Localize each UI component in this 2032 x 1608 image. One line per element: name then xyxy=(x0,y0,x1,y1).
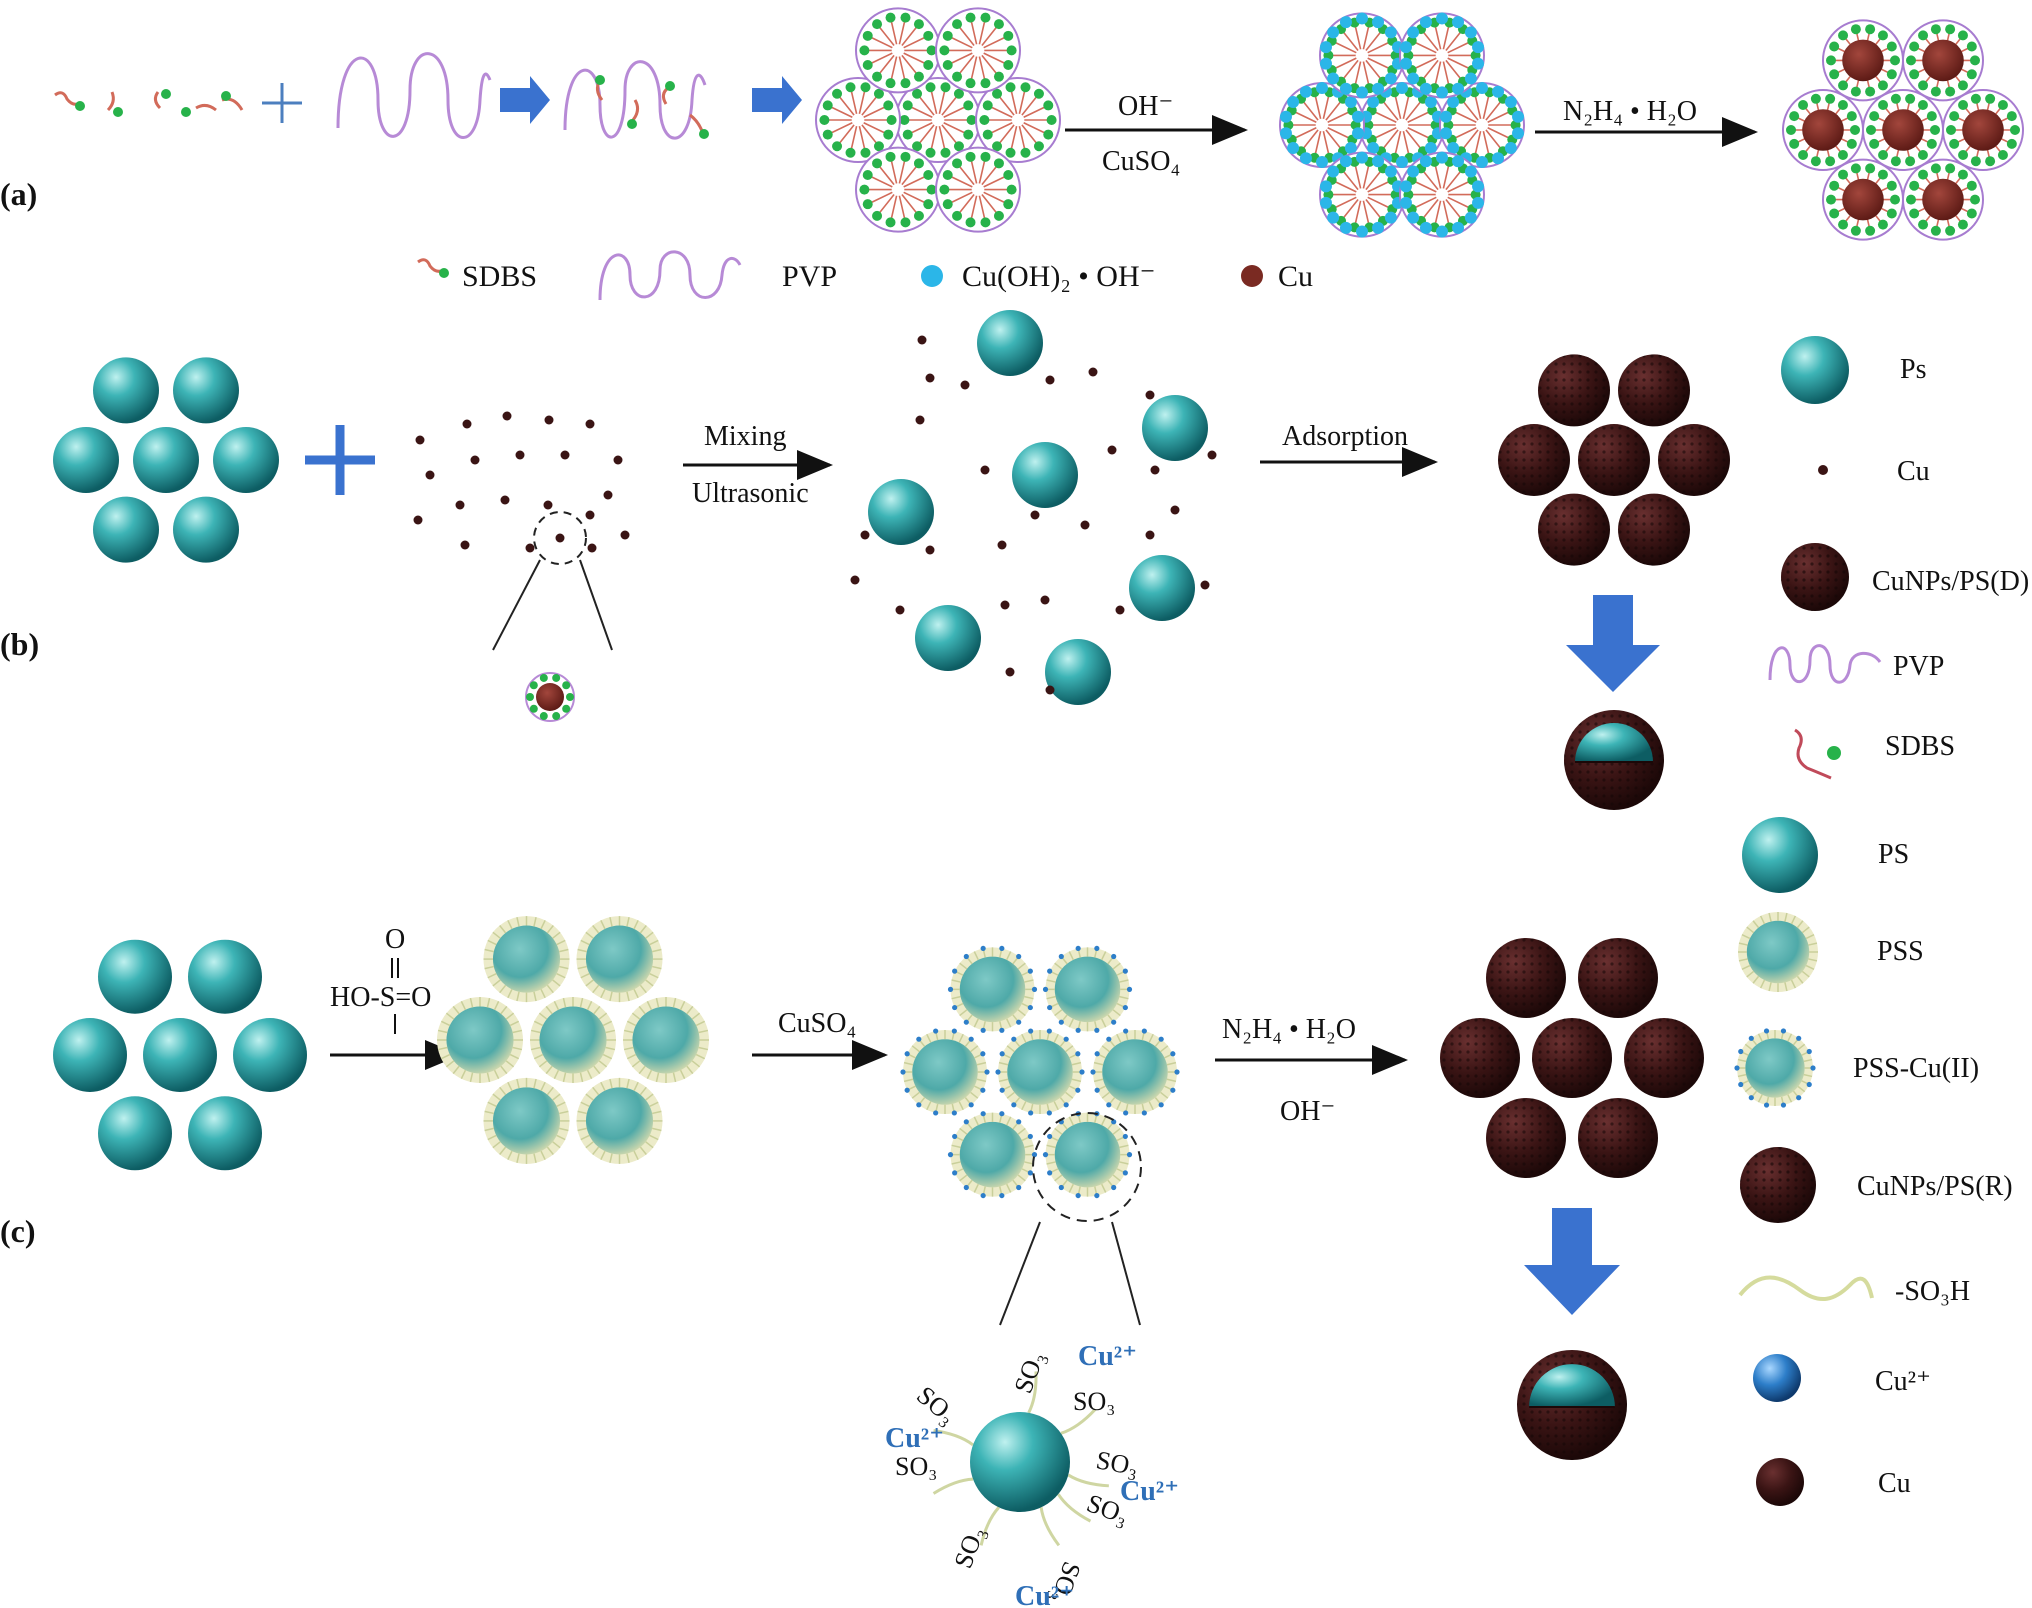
legend-pss: PSS xyxy=(1877,936,1924,967)
zoom-callout-b xyxy=(492,511,613,722)
so3-1: SO₃ xyxy=(1008,1347,1050,1397)
zoom-callout-c xyxy=(999,1112,1142,1326)
reagent-oh: OH⁻ xyxy=(1118,91,1173,122)
sdbs-legend-icon xyxy=(417,258,445,273)
legend-a: SDBS PVP Cu(OH)₂ • OH⁻ Cu xyxy=(417,250,1313,301)
panel-label-b: (b) xyxy=(0,626,39,662)
legend-cu2: Cu²⁺ xyxy=(1875,1366,1931,1397)
legend-pvp-b: PVP xyxy=(1893,651,1944,682)
legend-sdbs: SDBS xyxy=(462,260,537,293)
legend-ps-b: Ps xyxy=(1900,354,1926,385)
micelle-cluster-2 xyxy=(1279,12,1525,238)
legend-cu-a: Cu xyxy=(1278,260,1313,293)
cu-legend-icon-b xyxy=(1818,465,1828,475)
legend-cuoh: Cu(OH)₂ • OH⁻ xyxy=(962,260,1155,293)
blue-arrow-a2 xyxy=(752,76,802,124)
so3-5: SO₃ xyxy=(1094,1445,1141,1481)
pss-legend-icon xyxy=(1738,912,1818,992)
cunps-ps-d-cluster xyxy=(1498,354,1730,566)
cu2-2: Cu²⁺ xyxy=(885,1423,944,1454)
so3-4: SO₃ xyxy=(895,1452,937,1481)
core-shell-cutaway-c xyxy=(1517,1350,1627,1460)
pvp-legend-icon-b xyxy=(1768,644,1882,684)
step-adsorption: Adsorption xyxy=(1282,421,1408,452)
pss-sphere-cluster xyxy=(437,916,709,1164)
legend-cu-b: Cu xyxy=(1897,456,1930,487)
ps-sphere-cluster-c xyxy=(53,939,307,1171)
mixed-suspension xyxy=(850,310,1217,705)
so3h-legend-icon xyxy=(1738,1275,1874,1301)
sdbs-legend-icon-b xyxy=(1794,728,1832,780)
legend-sdbs-b: SDBS xyxy=(1885,731,1955,762)
cunps-ps-r-cluster xyxy=(1440,937,1704,1179)
ps-legend-icon-b xyxy=(1781,336,1849,404)
core-shell-cutaway-b xyxy=(1564,710,1664,810)
step-cuso4-c: CuSO₄ xyxy=(778,1008,856,1039)
so3-7: SO₃ xyxy=(948,1522,990,1572)
sulfonated-ps-detail: SO₃ Cu²⁺ SO₃ SO₃ Cu²⁺ SO₃ SO₃ Cu²⁺ SO₃ S… xyxy=(885,1341,1179,1608)
micelle-cluster-3 xyxy=(1782,19,2024,241)
legend-cu-c: Cu xyxy=(1878,1468,1911,1499)
down-arrow-b xyxy=(1566,595,1660,692)
so3-2: SO₃ xyxy=(1073,1387,1115,1416)
reagent-hydrazine-a: N₂H₄ • H₂O xyxy=(1563,96,1697,127)
legend-b: Ps Cu CuNPs/PS(D) PVP SDBS xyxy=(1768,336,2029,780)
cu2-legend-icon xyxy=(1753,1354,1801,1402)
panel-label-a: (a) xyxy=(0,176,37,212)
reagent-hydrazine-c: N₂H₄ • H₂O xyxy=(1222,1014,1356,1045)
plus-sign-a xyxy=(262,83,302,123)
sdbs-molecules xyxy=(54,89,244,117)
panel-label-c: (c) xyxy=(0,1213,36,1249)
pss-cu-legend-icon xyxy=(1734,1028,1816,1108)
blue-arrow-a1 xyxy=(500,76,550,124)
cu2-1: Cu²⁺ xyxy=(1078,1341,1137,1372)
pvp-with-sdbs xyxy=(563,60,709,140)
formula-hoso: HO-S=O xyxy=(330,982,431,1013)
step-ultrasonic: Ultrasonic xyxy=(692,478,809,509)
step-mixing: Mixing xyxy=(704,421,786,452)
legend-pss-cu: PSS-Cu(II) xyxy=(1853,1053,1979,1084)
legend-so3h: -SO₃H xyxy=(1895,1276,1970,1307)
micelle-cluster-1 xyxy=(815,7,1061,233)
reagent-cuso4: CuSO₄ xyxy=(1102,146,1180,177)
cu2-4: Cu²⁺ xyxy=(1015,1581,1074,1608)
reagent-oh-c: OH⁻ xyxy=(1280,1096,1335,1127)
pvp-chain-a xyxy=(336,52,492,139)
ps-sphere-cluster-b xyxy=(53,357,279,563)
legend-pvp: PVP xyxy=(782,260,837,293)
stabilized-cu-particle xyxy=(525,672,575,722)
cu-legend-icon-a xyxy=(1241,265,1263,287)
legend-cunps-r: CuNPs/PS(R) xyxy=(1857,1171,2013,1202)
formula-o-top: O xyxy=(385,924,405,955)
ps-legend-icon-c xyxy=(1742,817,1818,893)
pss-cu-sphere-cluster xyxy=(900,945,1180,1199)
pvp-legend-icon xyxy=(598,250,742,301)
down-arrow-c xyxy=(1524,1208,1620,1315)
cu-nanoparticle-cloud xyxy=(413,411,630,553)
plus-sign-b xyxy=(305,425,375,495)
cu2-3: Cu²⁺ xyxy=(1120,1476,1179,1507)
cu-legend-icon-c xyxy=(1756,1458,1804,1506)
legend-c: PS PSS PSS-Cu(II) CuNPs/PS(R) -SO₃H Cu²⁺… xyxy=(1734,817,2013,1506)
legend-cunps-d: CuNPs/PS(D) xyxy=(1872,566,2029,597)
legend-ps-c: PS xyxy=(1878,839,1909,870)
sulfonic-acid-formula: O HO-S=O xyxy=(330,924,431,1034)
cuoh-legend-icon xyxy=(921,265,943,287)
